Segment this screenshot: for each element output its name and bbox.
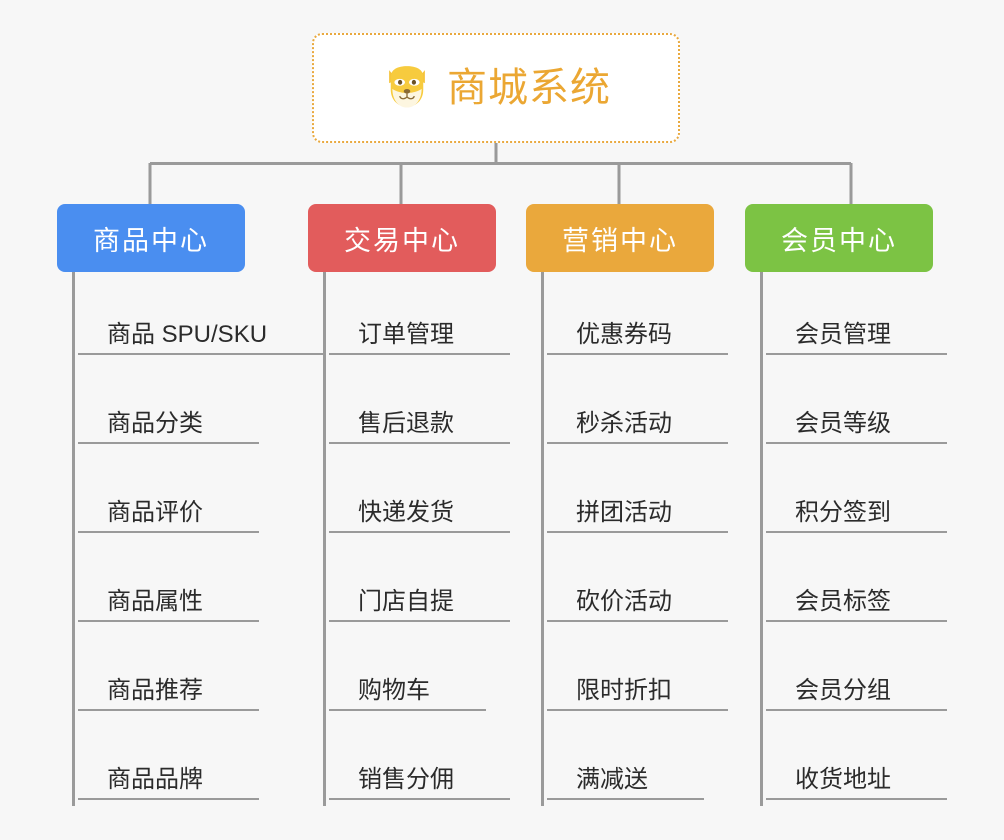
leaf-item[interactable]: 订单管理	[326, 272, 510, 361]
leaf-label: 秒杀活动	[547, 409, 728, 444]
leaf-item[interactable]: 销售分佣	[326, 717, 510, 806]
leaf-label: 满减送	[547, 765, 704, 800]
leaf-item[interactable]: 商品属性	[75, 539, 259, 628]
category-header-label-1: 交易中心	[344, 225, 460, 256]
leaf-label: 会员标签	[766, 587, 947, 622]
leaf-label: 会员等级	[766, 409, 947, 444]
leaf-label: 商品品牌	[78, 765, 259, 800]
leaf-item[interactable]: 商品评价	[75, 450, 259, 539]
leaf-item[interactable]: 门店自提	[326, 539, 510, 628]
leaf-item[interactable]: 优惠券码	[544, 272, 728, 361]
leaf-label: 拼团活动	[547, 498, 728, 533]
leaf-label: 快递发货	[329, 498, 510, 533]
leaf-item[interactable]: 商品 SPU/SKU	[75, 272, 324, 361]
category-header-2[interactable]: 营销中心	[526, 204, 714, 272]
category-header-1[interactable]: 交易中心	[308, 204, 496, 272]
leaf-list-1: 订单管理 售后退款 快递发货 门店自提 购物车 销售分佣	[323, 272, 510, 806]
leaf-item[interactable]: 砍价活动	[544, 539, 728, 628]
category-column-3: 会员中心 会员管理 会员等级 积分签到 会员标签 会员分组 收货地址	[745, 204, 947, 806]
leaf-label: 积分签到	[766, 498, 947, 533]
leaf-list-0: 商品 SPU/SKU 商品分类 商品评价 商品属性 商品推荐 商品品牌	[72, 272, 324, 806]
leaf-label: 优惠券码	[547, 320, 728, 355]
leaf-item[interactable]: 会员分组	[763, 628, 947, 717]
leaf-item[interactable]: 满减送	[544, 717, 714, 806]
leaf-label: 商品评价	[78, 498, 259, 533]
leaf-label: 商品推荐	[78, 676, 259, 711]
leaf-item[interactable]: 售后退款	[326, 361, 510, 450]
leaf-label: 商品分类	[78, 409, 259, 444]
leaf-item[interactable]: 商品分类	[75, 361, 259, 450]
leaf-label: 限时折扣	[547, 676, 728, 711]
leaf-item[interactable]: 购物车	[326, 628, 496, 717]
leaf-item[interactable]: 商品品牌	[75, 717, 259, 806]
category-header-0[interactable]: 商品中心	[57, 204, 245, 272]
leaf-label: 门店自提	[329, 587, 510, 622]
category-column-2: 营销中心 优惠券码 秒杀活动 拼团活动 砍价活动 限时折扣 满减送	[526, 204, 728, 806]
category-header-3[interactable]: 会员中心	[745, 204, 933, 272]
root-title: 商城系统	[447, 66, 611, 110]
leaf-label: 会员分组	[766, 676, 947, 711]
leaf-list-3: 会员管理 会员等级 积分签到 会员标签 会员分组 收货地址	[760, 272, 947, 806]
root-node[interactable]: 商城系统	[312, 33, 680, 143]
leaf-list-2: 优惠券码 秒杀活动 拼团活动 砍价活动 限时折扣 满减送	[541, 272, 728, 806]
category-header-label-0: 商品中心	[93, 225, 209, 256]
leaf-item[interactable]: 秒杀活动	[544, 361, 728, 450]
leaf-item[interactable]: 快递发货	[326, 450, 510, 539]
leaf-item[interactable]: 限时折扣	[544, 628, 728, 717]
leaf-item[interactable]: 收货地址	[763, 717, 947, 806]
leaf-item[interactable]: 会员等级	[763, 361, 947, 450]
category-header-label-2: 营销中心	[562, 225, 678, 256]
leaf-item[interactable]: 商品推荐	[75, 628, 259, 717]
leaf-label: 销售分佣	[329, 765, 510, 800]
category-column-0: 商品中心 商品 SPU/SKU 商品分类 商品评价 商品属性 商品推荐 商品品牌	[57, 204, 324, 806]
leaf-label: 商品 SPU/SKU	[78, 320, 324, 355]
leaf-item[interactable]: 会员管理	[763, 272, 947, 361]
leaf-item[interactable]: 拼团活动	[544, 450, 728, 539]
leaf-label: 订单管理	[329, 320, 510, 355]
category-header-label-3: 会员中心	[781, 225, 897, 256]
dog-face-emoji	[389, 66, 425, 108]
leaf-item[interactable]: 会员标签	[763, 539, 947, 628]
leaf-item[interactable]: 积分签到	[763, 450, 947, 539]
leaf-label: 售后退款	[329, 409, 510, 444]
leaf-label: 会员管理	[766, 320, 947, 355]
leaf-label: 购物车	[329, 676, 486, 711]
leaf-label: 商品属性	[78, 587, 259, 622]
leaf-label: 收货地址	[766, 765, 947, 800]
category-column-1: 交易中心 订单管理 售后退款 快递发货 门店自提 购物车 销售分佣	[308, 204, 510, 806]
leaf-label: 砍价活动	[547, 587, 728, 622]
